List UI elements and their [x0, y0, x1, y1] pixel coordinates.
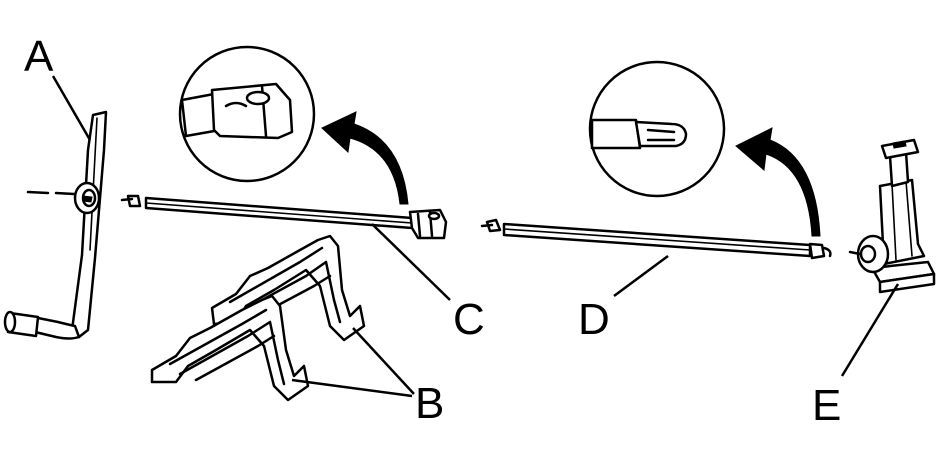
bottle-jack [848, 138, 936, 294]
extension-rod-d [480, 218, 832, 260]
callout-d: D [578, 295, 610, 344]
storage-brackets [150, 234, 366, 402]
callout-c: C [453, 295, 485, 344]
arrow-to-hook-detail [735, 127, 821, 237]
jack-handle-wrench [3, 110, 108, 340]
arrow-to-coupler-detail [321, 111, 409, 205]
leader-lines [51, 75, 900, 398]
detail-circle-hook [588, 60, 726, 198]
callout-e: E [812, 381, 841, 430]
extension-rod-c [120, 194, 448, 240]
callout-b: B [415, 379, 444, 428]
detail-circle-coupler [178, 45, 316, 183]
callout-a: A [24, 32, 54, 81]
